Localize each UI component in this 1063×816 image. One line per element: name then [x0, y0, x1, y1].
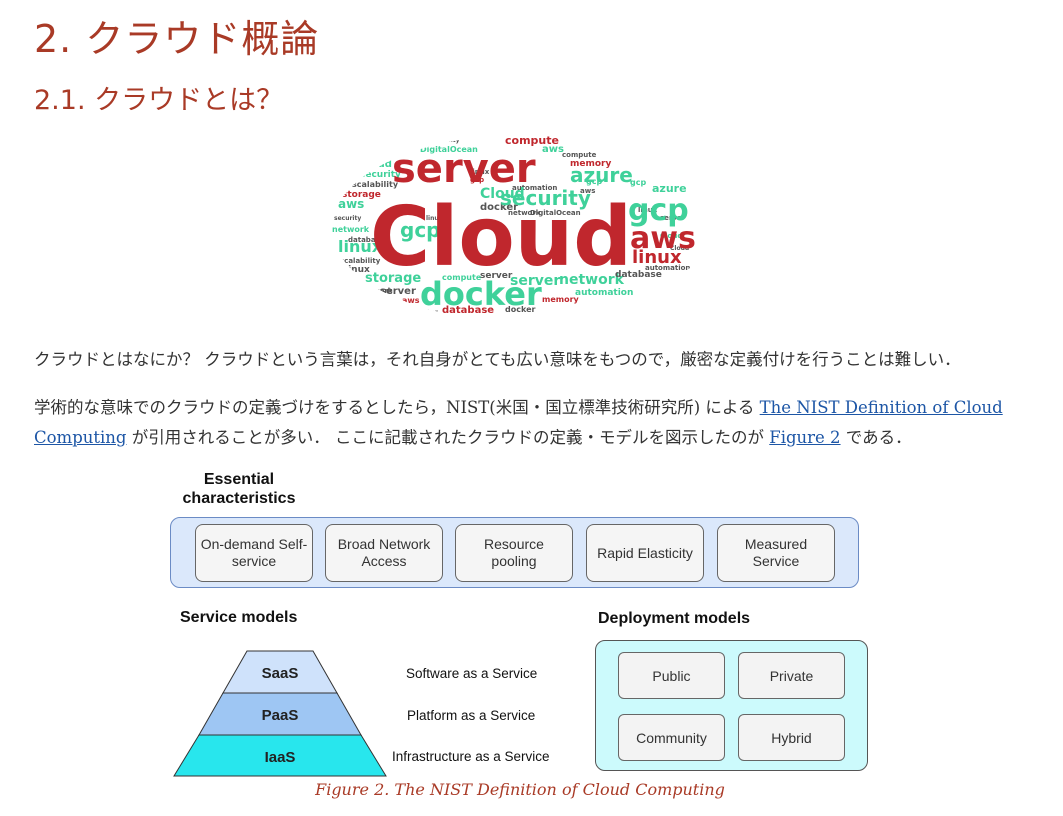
- wc-filler: memory: [542, 295, 580, 304]
- nist-definition-figure: Essential characteristics On-demand Self…: [165, 465, 875, 785]
- characteristic-box: Rapid Elasticity: [586, 524, 704, 582]
- wc-filler: aws: [542, 144, 564, 155]
- wc-filler: network: [332, 225, 370, 234]
- intro-paragraph: クラウドとはなにか？ クラウドという言葉は，それ自身がとても広い意味をもつので，…: [34, 345, 1024, 375]
- characteristic-box: Measured Service: [717, 524, 835, 582]
- wc-linux: linux: [632, 247, 682, 268]
- wc-filler: security: [334, 215, 361, 222]
- iaas-label: IaaS: [265, 749, 296, 766]
- cloud-word-cloud-image: scalability DigitalOcean compute aws Clo…: [330, 130, 705, 322]
- saas-label: SaaS: [262, 665, 299, 682]
- figure-2-link[interactable]: Figure 2: [769, 428, 840, 447]
- wc-docker: docker: [420, 275, 542, 313]
- deployment-box: Public: [618, 652, 725, 699]
- service-models-pyramid: SaaS PaaS IaaS: [172, 650, 388, 777]
- section-title: 2.1. クラウドとは？: [34, 78, 283, 117]
- deployment-box: Community: [618, 714, 725, 761]
- figure-caption: Figure 2. The NIST Definition of Cloud C…: [0, 780, 1040, 799]
- characteristic-box: Broad Network Access: [325, 524, 443, 582]
- deployment-box: Hybrid: [738, 714, 845, 761]
- deployment-models-panel: Public Private Community Hybrid: [595, 640, 868, 771]
- essential-title-line: characteristics: [169, 489, 309, 508]
- wc-azure: azure: [570, 163, 633, 187]
- deployment-box: Private: [738, 652, 845, 699]
- essential-title-line: Essential: [169, 470, 309, 489]
- deployment-models-title: Deployment models: [598, 609, 750, 628]
- wc-filler: compute: [562, 151, 597, 159]
- nist-paragraph-text: 学術的な意味でのクラウドの定義づけをするとしたら，NIST(米国・国立標準技術研…: [34, 398, 760, 417]
- nist-paragraph-text: である．: [841, 428, 912, 447]
- iaas-description: Infrastructure as a Service: [392, 749, 550, 764]
- wc-filler: Cloud: [360, 159, 392, 170]
- paas-description: Platform as a Service: [407, 708, 535, 723]
- nist-paragraph: 学術的な意味でのクラウドの定義づけをするとしたら，NIST(米国・国立標準技術研…: [34, 393, 1024, 453]
- service-models-title: Service models: [180, 608, 297, 627]
- characteristic-box: Resource pooling: [455, 524, 573, 582]
- wc-filler: automation: [575, 288, 633, 298]
- chapter-title: 2. クラウド概論: [34, 8, 319, 63]
- wc-filler: scalability: [425, 137, 460, 144]
- nist-paragraph-text: が引用されることが多い． ここに記載されたクラウドの定義・モデルを図示したのが: [127, 428, 770, 447]
- saas-description: Software as a Service: [406, 666, 537, 681]
- wc-filler: aws: [402, 296, 420, 305]
- characteristic-box: On-demand Self-service: [195, 524, 313, 582]
- wc-filler: aws: [338, 197, 364, 211]
- essential-characteristics-title: Essential characteristics: [169, 470, 309, 508]
- wc-cloud: Cloud: [370, 190, 632, 285]
- essential-characteristics-panel: On-demand Self-service Broad Network Acc…: [170, 517, 859, 588]
- paas-label: PaaS: [262, 707, 299, 724]
